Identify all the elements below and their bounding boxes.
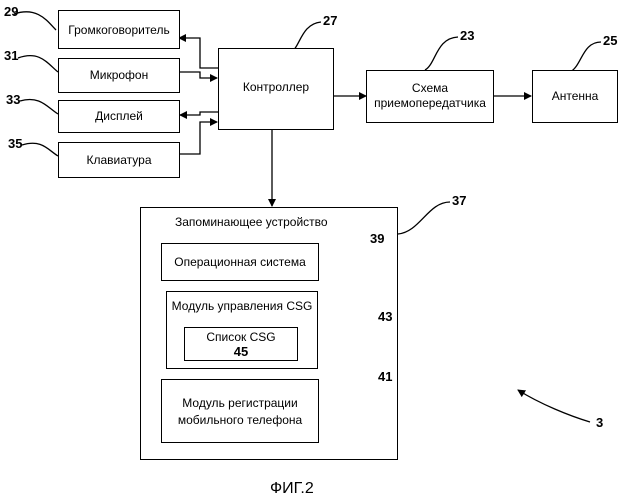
memory-label: Запоминающее устройство	[175, 215, 328, 229]
keyboard-link	[180, 122, 217, 154]
transceiver-label-line1: Схема	[367, 81, 493, 95]
controller-block: Контроллер	[218, 48, 334, 130]
keyboard-label: Клавиатура	[59, 153, 179, 167]
csg-list-label: Список CSG	[185, 330, 297, 344]
leader-23	[425, 37, 458, 70]
ref-3: 3	[596, 416, 603, 430]
speaker-block: Громкоговоритель	[58, 10, 180, 49]
speaker-link	[179, 38, 218, 68]
ref-27: 27	[323, 14, 337, 28]
leader-37	[398, 202, 450, 234]
antenna-block: Антенна	[532, 70, 618, 123]
mobile-registration-label-line2: мобильного телефона	[162, 413, 318, 427]
ref-31: 31	[4, 49, 18, 63]
display-label: Дисплей	[59, 109, 179, 123]
microphone-block: Микрофон	[58, 58, 180, 93]
microphone-link	[180, 72, 217, 78]
csg-module-block: Модуль управления CSG Список CSG 45	[166, 291, 318, 369]
os-label: Операционная система	[162, 255, 318, 269]
controller-label: Контроллер	[219, 80, 333, 94]
csg-module-label: Модуль управления CSG	[167, 299, 317, 313]
leader-25	[570, 42, 601, 72]
memory-block: Запоминающее устройство Операционная сис…	[140, 207, 398, 460]
mobile-registration-label-line1: Модуль регистрации	[162, 396, 318, 410]
ref-37: 37	[452, 194, 466, 208]
ref-33: 33	[6, 93, 20, 107]
ref-45: 45	[185, 345, 297, 359]
microphone-label: Микрофон	[59, 68, 179, 82]
transceiver-block: Схема приемопередатчика	[366, 70, 494, 123]
leader-29	[14, 12, 56, 30]
csg-list-block: Список CSG 45	[184, 327, 298, 361]
ref-23: 23	[460, 29, 474, 43]
leader-33	[20, 99, 58, 114]
ref-41: 41	[378, 370, 392, 384]
ref-35: 35	[8, 137, 22, 151]
transceiver-label-line2: приемопередатчика	[367, 96, 493, 110]
keyboard-block: Клавиатура	[58, 142, 180, 178]
ref-29: 29	[4, 5, 18, 19]
leader-31	[18, 56, 58, 72]
display-link	[180, 112, 218, 115]
figure-caption: ФИГ.2	[270, 480, 314, 498]
display-block: Дисплей	[58, 100, 180, 133]
speaker-label: Громкоговоритель	[59, 23, 179, 37]
ref-43: 43	[378, 310, 392, 324]
ref-25: 25	[603, 34, 617, 48]
os-block: Операционная система	[161, 243, 319, 281]
device-arrow	[518, 390, 590, 422]
leader-35	[22, 143, 58, 156]
ref-39: 39	[370, 232, 384, 246]
mobile-registration-block: Модуль регистрации мобильного телефона	[161, 379, 319, 443]
antenna-label: Антенна	[533, 89, 617, 103]
